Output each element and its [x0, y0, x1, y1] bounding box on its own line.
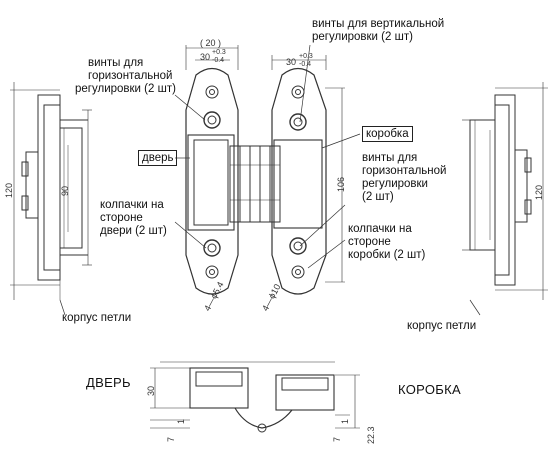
box-plate — [271, 67, 327, 295]
dim-120-left: 120 — [4, 182, 14, 198]
bottom-view — [150, 361, 360, 433]
dim-1-left: 1 — [176, 418, 186, 424]
dim-90: 90 — [60, 185, 70, 196]
dim-106: 106 — [336, 176, 346, 192]
horizontal-screws-label-line1: винты для — [88, 57, 144, 69]
vertical-screws-label-line1: винты для вертикальной — [312, 18, 445, 30]
dim-30-left: 30 — [200, 52, 211, 62]
dim-tol-upper-left: +0.3 — [212, 49, 226, 56]
right-side-view — [462, 82, 548, 300]
screws2-label-line4: (2 шт) — [362, 191, 394, 203]
left-side-view — [10, 82, 92, 300]
caps-door-label-line2: стороне — [100, 212, 143, 224]
dim-tol-upper-right: +0.3 — [299, 53, 313, 60]
screws2-label-line3: регулировки — [362, 178, 428, 190]
hinge-arms — [229, 145, 281, 223]
door-caption: ДВЕРЬ — [86, 375, 131, 390]
dim-20: ( 20 ) — [200, 38, 222, 48]
dim-30-bottom: 30 — [146, 385, 156, 396]
screws2-label-line1: винты для — [362, 152, 418, 164]
box-label: коробка — [362, 126, 413, 142]
caps-box-label-line2: стороне — [348, 236, 391, 248]
dim-120-right: 120 — [534, 184, 544, 200]
dim-1-right: 1 — [340, 418, 350, 424]
dim-tol-lower-left: -0.4 — [212, 57, 225, 64]
dim-30-right: 30 — [286, 57, 297, 67]
top-dimensions — [185, 45, 345, 283]
caps-box-label-line1: колпачки на — [348, 223, 412, 235]
hinge-body-label-right: корпус петли — [407, 320, 477, 332]
dim-tol-lower-right: -0.4 — [299, 61, 312, 68]
horizontal-screws-label-line2: горизонтальной — [88, 70, 173, 82]
dim-7-right: 7 — [332, 436, 342, 442]
caps-door-label-line1: колпачки на — [100, 199, 164, 211]
screws2-label-line2: горизонтальной — [362, 165, 447, 177]
box-caption: КОРОБКА — [398, 382, 461, 397]
horizontal-screws-label-line3: регулировки (2 шт) — [75, 83, 176, 95]
door-plate — [185, 67, 239, 295]
vertical-screws-label-line2: регулировки (2 шт) — [312, 31, 413, 43]
dim-7-left: 7 — [166, 436, 176, 442]
door-label: дверь — [138, 150, 178, 166]
dim-22-3: 22.3 — [366, 426, 376, 444]
caps-door-label-line3: двери (2 шт) — [100, 225, 167, 237]
hinge-body-label-left: корпус петли — [62, 312, 132, 324]
caps-box-label-line3: коробки (2 шт) — [348, 249, 426, 261]
leader-lines — [59, 44, 481, 316]
